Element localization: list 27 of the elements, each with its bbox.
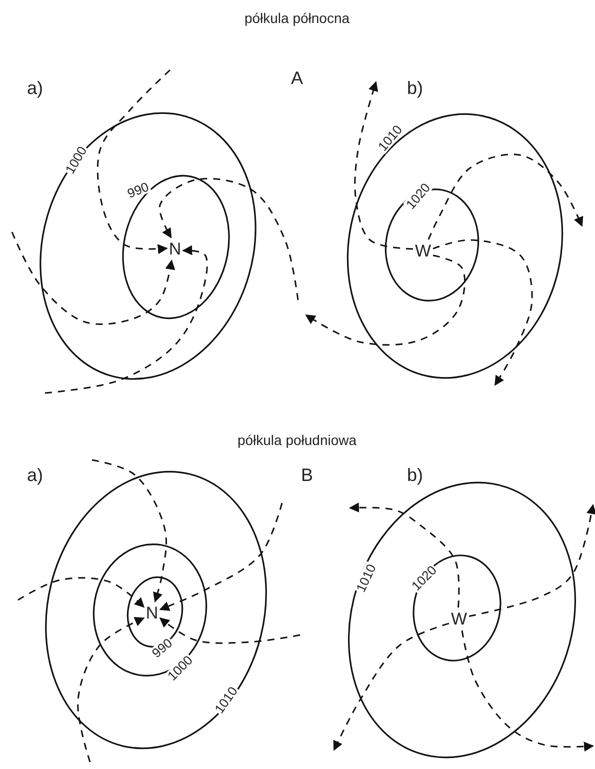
wind-arrow	[44, 245, 208, 394]
wind-arrow	[468, 504, 595, 618]
wind-arrow	[354, 81, 413, 250]
panel-letter: b)	[407, 466, 423, 484]
panel-letter: a)	[27, 79, 43, 97]
wind-arrow	[159, 617, 300, 644]
wind-arrow	[11, 232, 176, 325]
wind-arrow	[349, 502, 460, 608]
wind-arrow	[305, 254, 466, 346]
isobar-value: 990	[124, 180, 152, 200]
panel-letter: b)	[407, 79, 423, 97]
wind-arrow	[333, 622, 450, 751]
hemisphere-heading: półkula południowa	[237, 433, 357, 447]
isobar-value: 1010	[354, 561, 378, 595]
wind-arrow	[432, 239, 533, 386]
wind-arrow	[158, 178, 299, 300]
hemisphere-heading: półkula północna	[244, 11, 350, 25]
panel-letter: a)	[27, 466, 43, 484]
wind-arrow	[428, 154, 584, 240]
panel-letter: B	[301, 466, 313, 484]
wind-arrow	[77, 617, 145, 762]
panel-letter: A	[291, 69, 303, 87]
wind-arrow	[159, 502, 283, 611]
wind-arrow	[461, 630, 594, 752]
wind-arrow	[96, 69, 171, 254]
wind-arrow	[18, 577, 145, 608]
wind-arrow	[92, 459, 167, 602]
